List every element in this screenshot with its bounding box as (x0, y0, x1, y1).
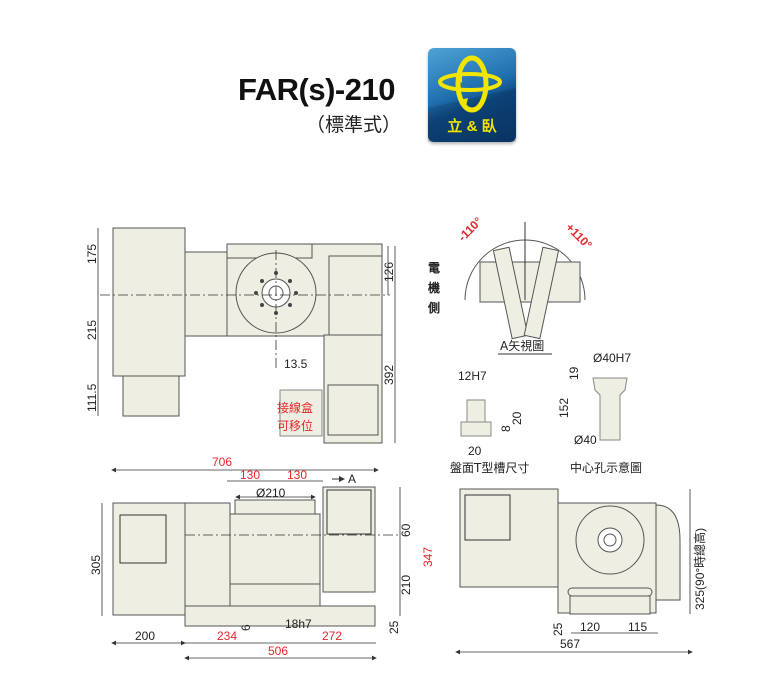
center-hole-top-dia: Ø40H7 (593, 351, 631, 365)
motor-side-3: 側 (427, 300, 440, 315)
view-a-caption: A矢視圖 (500, 338, 544, 353)
model-subtitle: （標準式） (306, 115, 402, 136)
t-slot-depth: 8 (499, 425, 513, 432)
dim-key: 18h7 (285, 617, 312, 631)
dim-120: 120 (580, 620, 600, 634)
dim-305: 305 (89, 555, 103, 575)
dim-200: 200 (135, 629, 155, 643)
t-slot-caption: 盤面T型槽尺寸 (450, 461, 529, 475)
dim-347: 347 (421, 547, 435, 567)
dim-6: 6 (239, 624, 253, 631)
t-slot-height: 20 (510, 411, 524, 425)
dim-210: 210 (399, 575, 413, 595)
model-title: FAR(s)-210 (238, 72, 395, 107)
top-view (112, 227, 383, 444)
t-slot-detail (460, 399, 492, 437)
dim-215: 215 (85, 320, 99, 340)
dim-706: 706 (212, 455, 232, 469)
dim-25-side: 25 (551, 622, 565, 636)
center-hole-bottom-dia: Ø40 (574, 433, 597, 447)
vertical-horizontal-badge: 立 & 臥 (428, 48, 516, 142)
dim-126: 126 (382, 262, 396, 282)
motor-side-1: 電 (428, 261, 440, 275)
view-a (464, 222, 586, 340)
dim-13-5: 13.5 (284, 357, 308, 371)
dim-567: 567 (560, 637, 580, 651)
dim-130-left: 130 (240, 468, 260, 482)
dim-115: 115 (628, 620, 647, 634)
front-view (112, 486, 376, 627)
dim-234: 234 (217, 629, 237, 643)
angle-right: +110° (563, 220, 595, 252)
center-hole-caption: 中心孔示意圖 (570, 460, 642, 475)
dim-272: 272 (322, 629, 342, 643)
t-slot-base: 20 (468, 444, 482, 458)
junction-box-note-1: 接線盒 (277, 400, 313, 415)
dim-130-right: 130 (287, 468, 307, 482)
dim-111-5: 111.5 (85, 383, 99, 412)
angle-left: -110° (455, 214, 485, 244)
dim-392: 392 (382, 365, 396, 385)
center-hole-length: 152 (557, 398, 571, 418)
dim-325: 325(90°時總高) (692, 528, 707, 610)
dim-25-front: 25 (387, 620, 401, 634)
center-hole-detail (592, 377, 628, 441)
dim-506: 506 (268, 644, 288, 658)
t-slot-width: 12H7 (458, 369, 487, 383)
badge-label: 立 & 臥 (447, 118, 497, 135)
dim-60: 60 (399, 523, 413, 537)
junction-box-note-2: 可移位 (277, 418, 313, 433)
rotation-axes-icon (428, 55, 516, 142)
center-hole-top-depth: 19 (567, 366, 581, 380)
dim-175: 175 (85, 244, 99, 264)
motor-side-2: 機 (428, 280, 440, 295)
arrow-a-label: A (348, 472, 356, 486)
dim-table-dia: Ø210 (256, 486, 286, 500)
side-view (459, 488, 681, 615)
